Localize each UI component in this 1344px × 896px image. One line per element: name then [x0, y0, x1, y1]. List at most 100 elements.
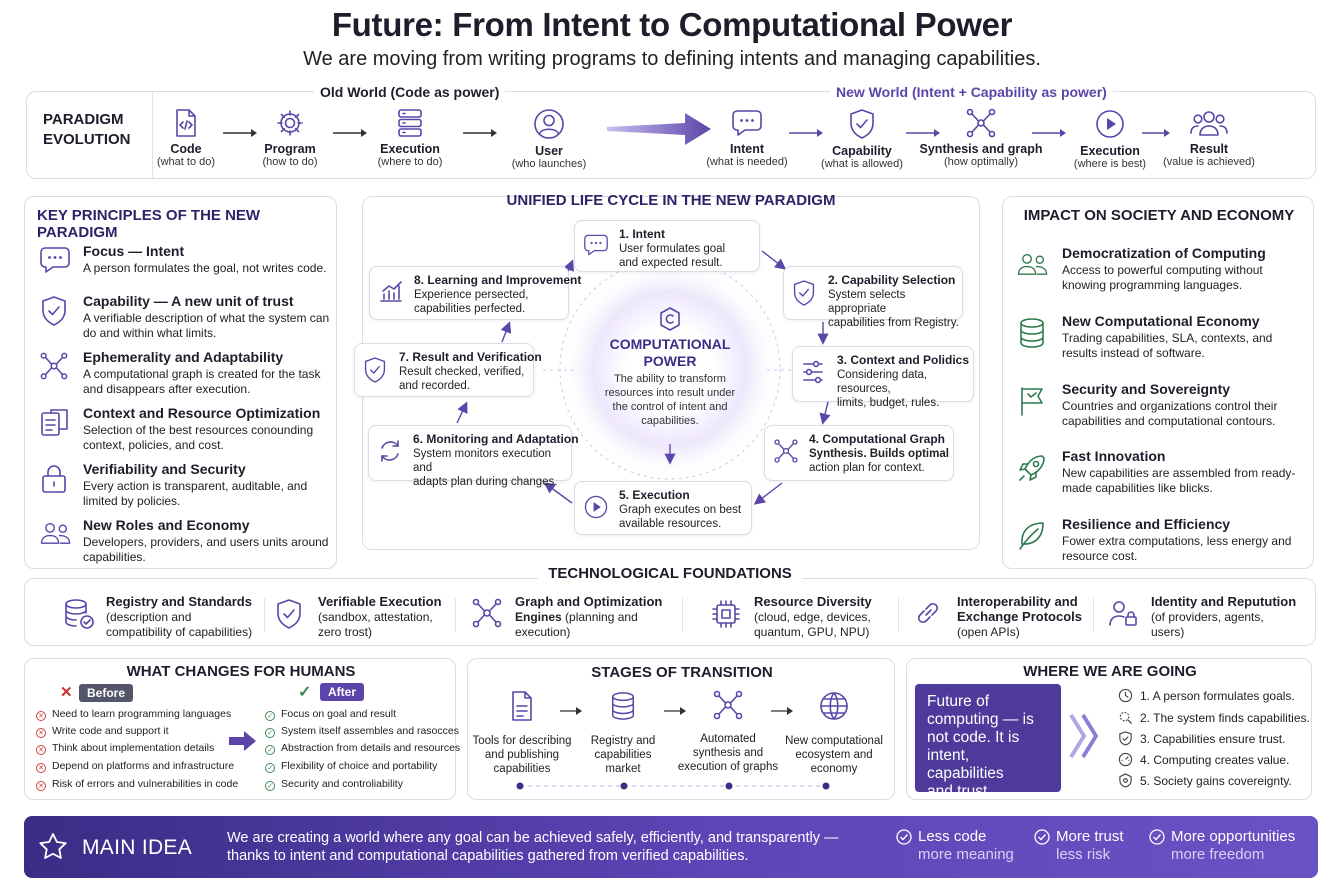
- humans-title: WHAT CHANGES FOR HUMANS: [126, 663, 356, 680]
- sliders-icon: [803, 360, 823, 384]
- check-icon: ✓: [298, 684, 312, 701]
- big-transition-arrow-icon: [607, 113, 711, 145]
- new-world-title: New World (Intent + Capability as power): [830, 84, 1113, 100]
- lifecycle-node-capability-selection: 2. Capability Selection System selects a…: [783, 266, 963, 329]
- stages-title: STAGES OF TRANSITION: [591, 664, 773, 681]
- after-item: ✓Flexibility of choice and portability: [265, 759, 437, 773]
- after-item: ✓Focus on goal and result: [265, 707, 396, 721]
- arrow-right-icon: [560, 707, 582, 715]
- key-principles-panel: KEY PRINCIPLES OF THE NEW PARADIGM Focus…: [24, 196, 337, 569]
- arrow-right-icon: [1032, 129, 1066, 137]
- shield-check-icon: [277, 599, 301, 629]
- shield-check-icon: [850, 109, 874, 139]
- graph-nodes-icon: [966, 108, 996, 138]
- stages-panel: STAGES OF TRANSITION: [467, 658, 895, 800]
- lifecycle-node-monitoring: 6. Monitoring and Adaptation System moni…: [368, 425, 579, 488]
- badge-icon: [1119, 773, 1132, 788]
- code-file-icon: [176, 109, 196, 137]
- gear-icon: [277, 110, 303, 136]
- old-item-execution: Execution(where to do): [355, 108, 465, 168]
- before-item: ✕Think about implementation details: [36, 741, 214, 755]
- people-icon: [40, 522, 71, 544]
- refresh-icon: [381, 440, 399, 462]
- clock-icon: [1118, 688, 1133, 703]
- user-lock-icon: [1109, 601, 1137, 626]
- new-item-capability: Capability(what is allowed): [807, 108, 917, 170]
- database-icon: [611, 692, 635, 720]
- foundations-panel: [24, 578, 1316, 646]
- shield-check-icon: [1119, 731, 1132, 746]
- leaf-icon: [1019, 522, 1044, 550]
- arrow-right-icon: [229, 731, 256, 751]
- star-icon: [39, 833, 67, 859]
- lifecycle-arrows: [456, 250, 831, 505]
- arrow-right-icon: [463, 129, 497, 137]
- after-item: ✓Abstraction from details and resources: [265, 741, 460, 755]
- arrow-right-icon: [789, 129, 823, 137]
- old-world-title: Old World (Code as power): [314, 84, 506, 100]
- chat-bubble-icon: [584, 234, 608, 256]
- graph-nodes-icon: [713, 690, 743, 720]
- shield-check-icon: [42, 296, 66, 326]
- before-item: ✕Risk of errors and vulnerabilities in c…: [36, 777, 238, 791]
- check-circle-icon: [896, 829, 912, 845]
- stage-timeline: [516, 782, 830, 790]
- people-icon: [1017, 253, 1048, 275]
- main-idea-banner: MAIN IDEA We are creating a world where …: [24, 816, 1318, 878]
- lock-icon: [42, 465, 66, 493]
- foundations-title: TECHNOLOGICAL FOUNDATIONS: [24, 565, 1316, 582]
- database-check-icon: [65, 599, 94, 629]
- main-idea-text: We are creating a world where any goal c…: [227, 830, 839, 864]
- chip-icon: [712, 600, 740, 628]
- link-icon: [917, 602, 939, 624]
- page-title: Future: From Intent to Computational Pow…: [331, 6, 1013, 43]
- check-circle-icon: [1034, 829, 1050, 845]
- lifecycle-node-result-verification: 7. Result and Verification Result checke…: [354, 343, 542, 397]
- new-item-synthesis: Synthesis and graph(how optimally): [911, 108, 1051, 168]
- before-item: ✕Write code and support it: [36, 724, 169, 738]
- new-item-execution: Execution(where is best): [1055, 108, 1165, 170]
- impact-title: IMPACT ON SOCIETY AND ECONOMY: [1023, 207, 1295, 224]
- main-idea-label: MAIN IDEA: [82, 836, 193, 859]
- double-chevron-icon: [1069, 713, 1099, 759]
- globe-icon: [820, 692, 848, 720]
- going-title: WHERE WE ARE GOING: [1023, 663, 1197, 680]
- arrow-right-icon: [333, 129, 367, 137]
- before-item: ✕Depend on platforms and infrastructure: [36, 759, 234, 773]
- after-tag: After: [320, 683, 365, 701]
- graph-nodes-icon: [40, 352, 68, 380]
- new-item-intent: Intent(what is needed): [692, 108, 802, 168]
- people-icon: [1190, 111, 1228, 136]
- chart-icon: [380, 281, 402, 302]
- user-icon: [534, 109, 564, 139]
- play-icon: [584, 495, 608, 519]
- arrow-right-icon: [1142, 129, 1170, 137]
- shield-check-icon: [793, 280, 815, 306]
- check-circle-icon: [1149, 829, 1165, 845]
- arrow-right-icon: [771, 707, 793, 715]
- database-icon: [1020, 318, 1044, 348]
- lifecycle-node-learning: 8. Learning and Improvement Experience p…: [369, 266, 581, 320]
- lifecycle-node-graph-synthesis: 4. Computational Graph Synthesis. Builds…: [764, 425, 954, 481]
- chat-bubble-icon: [732, 110, 762, 136]
- close-icon: ✕: [60, 684, 73, 701]
- page-subtitle: We are moving from writing programs to d…: [303, 48, 1041, 70]
- old-item-code: Code(what to do): [131, 108, 241, 168]
- lifecycle-title: UNIFIED LIFE CYCLE IN THE NEW PARADIGM: [506, 192, 836, 209]
- shield-check-icon: [364, 357, 386, 383]
- lifecycle-node-context: 3. Context and Polidics Considering data…: [792, 346, 974, 409]
- documents-icon: [41, 409, 68, 436]
- arrow-right-icon: [664, 707, 686, 715]
- play-icon: [1096, 110, 1124, 138]
